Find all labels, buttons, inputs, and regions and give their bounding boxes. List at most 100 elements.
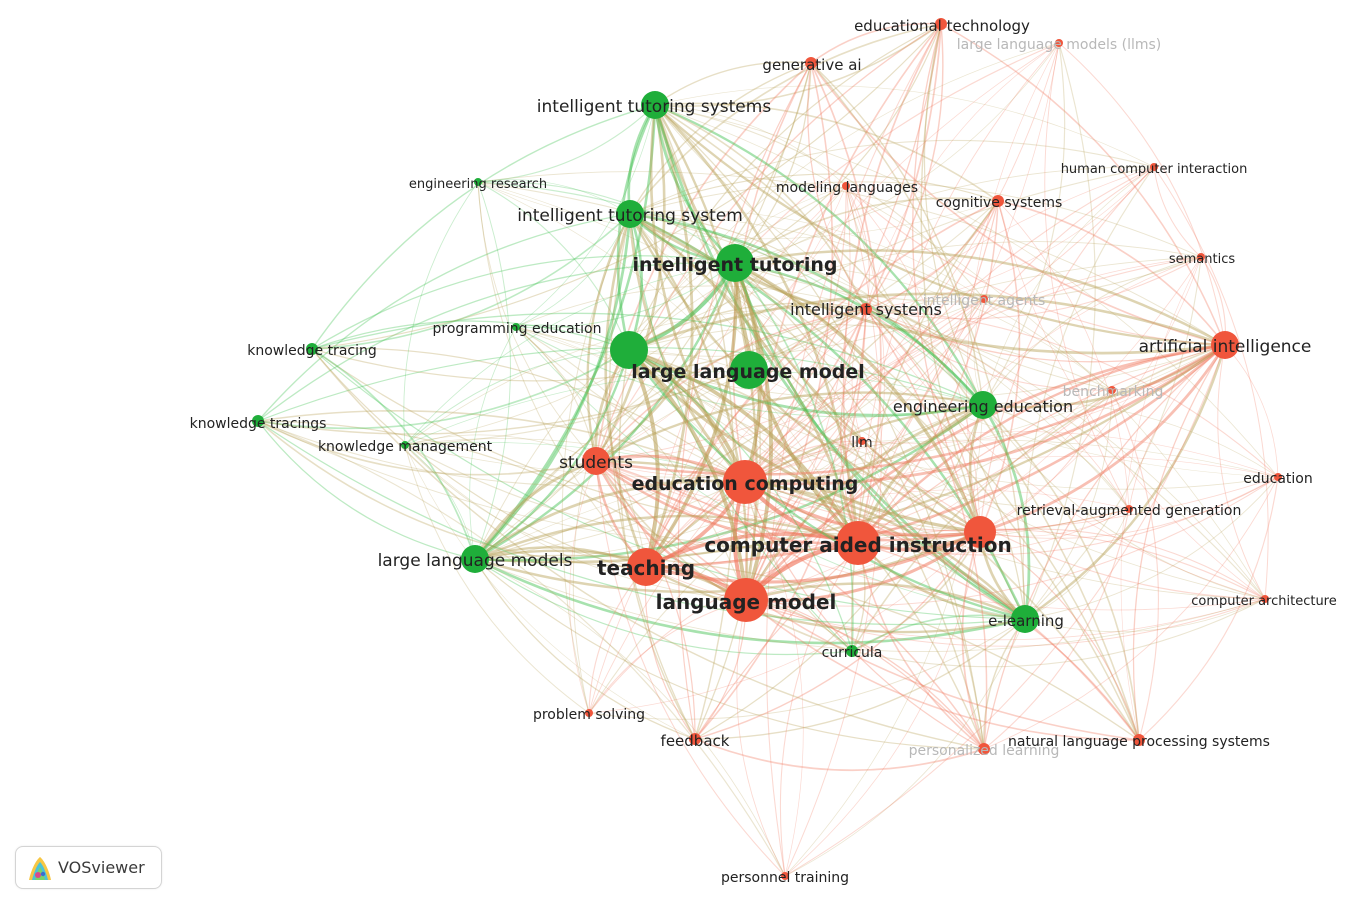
label-intelligent-agents[interactable]: intelligent agents (923, 293, 1046, 309)
edge-artificial_intelligence-students (595, 343, 1226, 476)
edge-artificial_intelligence-benchmarking (1111, 344, 1226, 391)
node-computer-aided-instruction[interactable] (836, 521, 880, 565)
node-intelligent-tutoring[interactable] (716, 244, 754, 282)
label-educational-technology[interactable]: educational technology (854, 17, 1030, 35)
edge-intelligent_systems-rag (865, 308, 1130, 510)
label-computer-architecture[interactable]: computer architecture (1191, 594, 1337, 609)
node-unnamed-red[interactable] (964, 516, 996, 548)
edge-knowledge_tracings-large_language_models (257, 420, 476, 560)
node-problem-solving[interactable] (585, 709, 593, 717)
node-engineering-education[interactable] (969, 391, 997, 419)
edge-rag-unnamed_red (979, 508, 1130, 537)
node-large-language-model-secondary[interactable] (730, 351, 768, 389)
label-education-computing[interactable]: education computing (632, 473, 859, 495)
label-computer-aided-instruction[interactable]: computer aided instruction (704, 533, 1011, 557)
edge-large_language_models-students (473, 459, 597, 560)
node-students[interactable] (582, 447, 610, 475)
edge-computer_aided_instruction-its_plural (654, 104, 860, 544)
edge-intelligent_agents-language_model (745, 298, 985, 601)
node-generative-ai[interactable] (805, 57, 817, 69)
node-knowledge-management[interactable] (401, 441, 409, 449)
node-education-computing[interactable] (723, 460, 767, 504)
edge-educational_technology-its_plural (654, 23, 942, 107)
edge-e_learning-human_computer_interaction (1022, 166, 1155, 620)
label-e-learning[interactable]: e-learning (988, 612, 1064, 630)
node-e-learning[interactable] (1011, 605, 1039, 633)
label-knowledge-tracing[interactable]: knowledge tracing (247, 343, 377, 359)
label-knowledge-management[interactable]: knowledge management (318, 439, 493, 455)
edge-artificial_intelligence-large_language_models (474, 344, 1226, 564)
node-its-singular[interactable] (616, 200, 644, 228)
label-feedback[interactable]: feedback (661, 732, 730, 750)
label-teaching[interactable]: teaching (597, 556, 695, 580)
label-intelligent-tutoring[interactable]: intelligent tutoring (632, 254, 837, 276)
edge-knowledge_management-large_language_model (404, 349, 630, 446)
edge-its_singular-teaching (604, 213, 648, 568)
node-intelligent-systems[interactable] (860, 303, 872, 315)
label-artificial-intelligence[interactable]: artificial intelligence (1139, 337, 1312, 357)
node-cognitive-systems[interactable] (992, 195, 1004, 207)
node-llm[interactable] (858, 437, 866, 445)
label-knowledge-tracings[interactable]: knowledge tracings (190, 416, 327, 432)
edge-artificial_intelligence-modeling_languages (845, 185, 1226, 346)
node-semantics[interactable] (1197, 253, 1205, 261)
edge-computer_architecture-llm (861, 440, 1266, 600)
node-large-language-model[interactable] (610, 331, 648, 369)
node-artificial-intelligence[interactable] (1211, 331, 1239, 359)
label-its-plural[interactable]: intelligent tutoring systems (537, 97, 772, 117)
node-personalized-learning[interactable] (978, 743, 990, 755)
node-personnel-training[interactable] (781, 872, 789, 880)
node-nlp-systems[interactable] (1133, 734, 1145, 746)
node-knowledge-tracing[interactable] (306, 343, 318, 355)
label-llm[interactable]: llm (851, 435, 872, 451)
node-its-plural[interactable] (641, 91, 669, 119)
label-human-computer-interaction[interactable]: human computer interaction (1061, 162, 1248, 177)
label-language-model[interactable]: language model (656, 590, 837, 614)
label-modeling-languages[interactable]: modeling languages (776, 180, 918, 196)
label-large-language-models[interactable]: large language models (378, 551, 573, 571)
node-educational-technology[interactable] (935, 18, 947, 30)
label-llms[interactable]: large language models (llms) (957, 37, 1162, 53)
edge-computer_aided_instruction-education (857, 476, 1279, 556)
label-engineering-education[interactable]: engineering education (893, 397, 1073, 416)
node-teaching[interactable] (627, 548, 665, 586)
node-feedback[interactable] (689, 733, 701, 745)
node-llms[interactable] (1055, 39, 1063, 47)
edge-engineering_research-teaching (477, 181, 647, 568)
label-problem-solving[interactable]: problem solving (533, 707, 645, 723)
edge-education_computing-large_language_models (474, 479, 746, 561)
node-education[interactable] (1274, 473, 1282, 481)
label-personalized-learning[interactable]: personalized learning (909, 743, 1060, 759)
label-generative-ai[interactable]: generative ai (762, 56, 861, 74)
node-large-language-models[interactable] (461, 545, 489, 573)
label-students[interactable]: students (559, 453, 633, 473)
node-benchmarking[interactable] (1108, 386, 1116, 394)
node-modeling-languages[interactable] (842, 182, 850, 190)
label-rag[interactable]: retrieval-augmented generation (1017, 503, 1242, 519)
label-intelligent-systems[interactable]: intelligent systems (790, 300, 942, 319)
node-computer-architecture[interactable] (1261, 595, 1269, 603)
node-language-model[interactable] (724, 578, 768, 622)
label-curricula[interactable]: curricula (822, 645, 883, 661)
label-nlp-systems[interactable]: natural language processing systems (1008, 734, 1270, 750)
node-knowledge-tracings[interactable] (252, 415, 264, 427)
label-its-singular[interactable]: intelligent tutoring system (517, 206, 743, 226)
edge-knowledge_tracings-students (257, 420, 597, 476)
node-rag[interactable] (1125, 505, 1133, 513)
node-programming-education[interactable] (512, 323, 520, 331)
label-large-language-model[interactable]: large language model (631, 361, 865, 383)
node-human-computer-interaction[interactable] (1150, 163, 1158, 171)
label-cognitive-systems[interactable]: cognitive systems (936, 195, 1063, 211)
label-engineering-research[interactable]: engineering research (409, 177, 547, 192)
label-personnel-training[interactable]: personnel training (721, 870, 849, 886)
edge-intelligent_systems-llm (851, 308, 867, 442)
label-benchmarking[interactable]: benchmarking (1063, 384, 1164, 400)
node-intelligent-agents[interactable] (980, 295, 988, 303)
node-curricula[interactable] (846, 645, 858, 657)
label-semantics[interactable]: semantics (1169, 252, 1235, 267)
node-engineering-research[interactable] (474, 178, 482, 186)
label-programming-education[interactable]: programming education (433, 321, 602, 337)
edge-knowledge_tracing-large_language_model (311, 320, 630, 351)
edge-educational_technology-knowledge_tracing (311, 23, 942, 350)
label-education[interactable]: education (1243, 471, 1312, 487)
